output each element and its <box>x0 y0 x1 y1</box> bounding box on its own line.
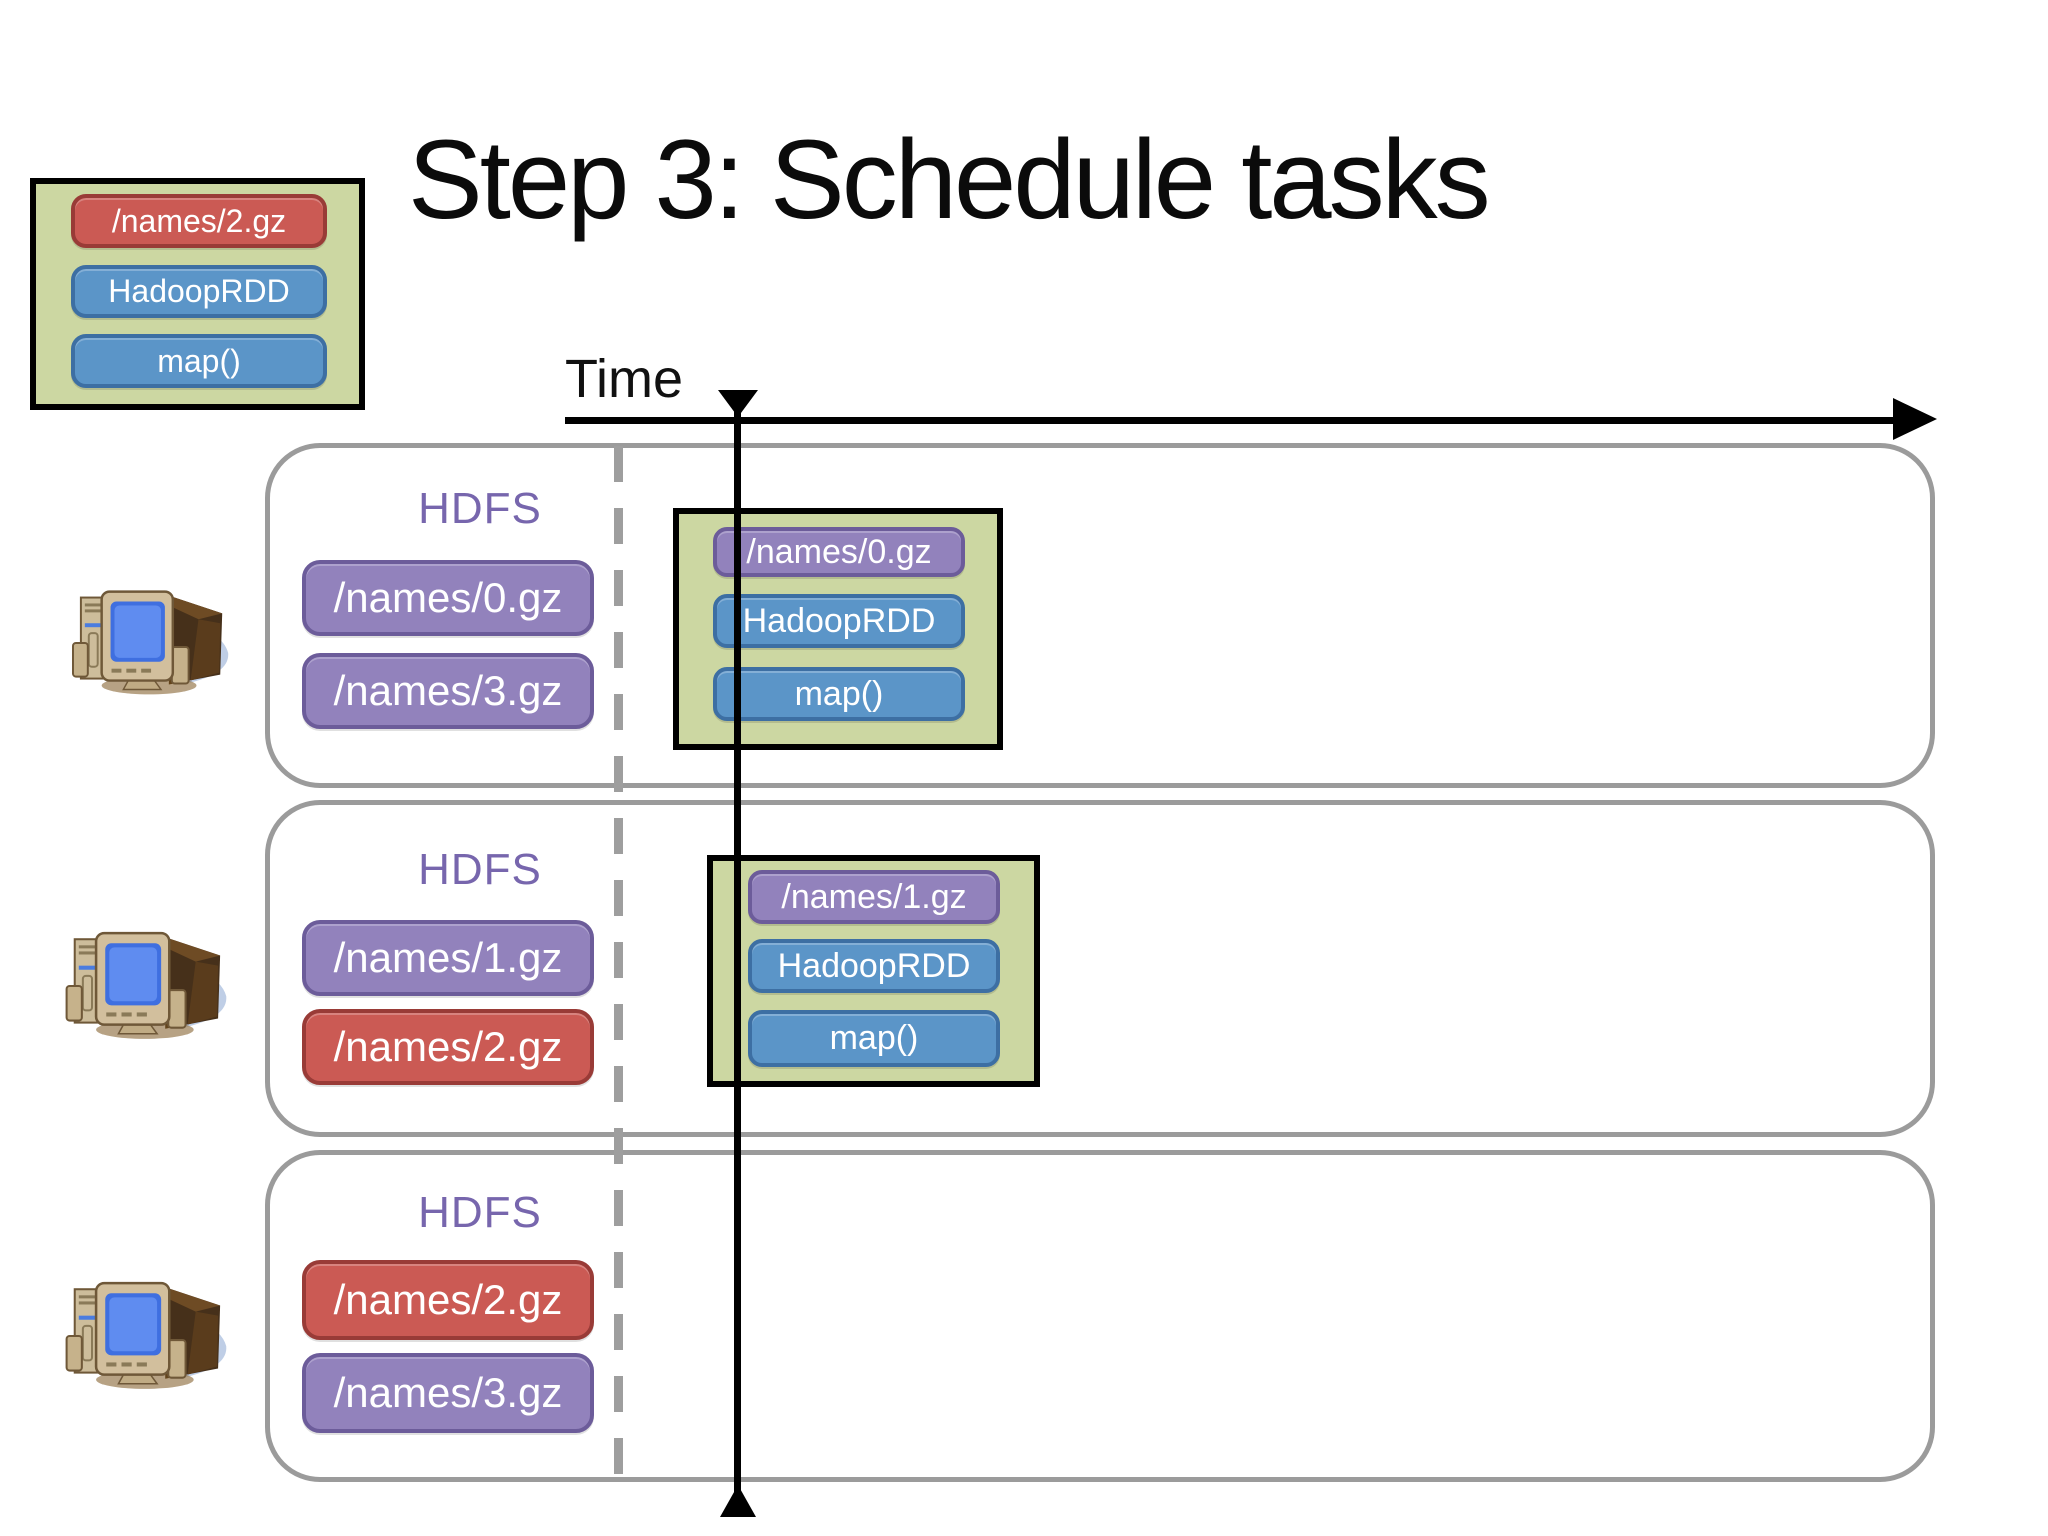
task-pill-map: map() <box>748 1010 1000 1067</box>
file-pill-label: /names/0.gz <box>333 574 563 621</box>
hdfs-label: HDFS <box>418 845 542 894</box>
file-pill-label: /names/2.gz <box>333 1276 563 1323</box>
computer-icon <box>65 931 228 1041</box>
computer-icon <box>65 1281 228 1391</box>
current-time-top-marker-icon <box>718 390 758 417</box>
task-pill-map: map() <box>713 667 965 721</box>
current-time-bottom-marker-icon <box>720 1485 756 1517</box>
hdfs-label: HDFS <box>418 484 542 533</box>
file-pill-label: /names/1.gz <box>333 934 563 981</box>
task-pill-hadooprdd: HadoopRDD <box>713 594 965 648</box>
worker-row-1: HDFS /names/0.gz /names/3.gz /names/0.gz… <box>265 443 1935 788</box>
hdfs-file-pill: /names/2.gz <box>302 1009 594 1085</box>
legend-pill-label: HadoopRDD <box>108 273 290 309</box>
legend-pill-label: /names/2.gz <box>111 202 287 239</box>
hdfs-divider-dashed-line <box>614 446 623 1482</box>
hdfs-file-pill: /names/2.gz <box>302 1260 594 1340</box>
file-pill-label: /names/2.gz <box>333 1023 563 1070</box>
page-title: Step 3: Schedule tasks <box>408 117 1491 242</box>
legend-pill-label: map() <box>157 342 241 379</box>
time-axis-arrowhead-icon <box>1893 398 1937 440</box>
computer-icon <box>72 590 230 696</box>
task-pill-label: map() <box>794 674 884 713</box>
task-pill-label: /names/1.gz <box>781 877 967 916</box>
task-pill-label: HadoopRDD <box>742 601 936 640</box>
time-axis-label: Time <box>565 349 683 409</box>
legend-pill-file: /names/2.gz <box>71 194 327 248</box>
hdfs-file-pill: /names/1.gz <box>302 920 594 996</box>
time-axis-line <box>565 417 1895 424</box>
task-pill-hadooprdd: HadoopRDD <box>748 939 1000 993</box>
hdfs-file-pill: /names/3.gz <box>302 1353 594 1433</box>
worker-row-3: HDFS /names/2.gz /names/3.gz <box>265 1150 1935 1482</box>
task-pill-label: map() <box>829 1019 919 1057</box>
task-pill-file: /names/1.gz <box>748 870 1000 924</box>
worker-row-2: HDFS /names/1.gz /names/2.gz /names/1.gz… <box>265 800 1935 1137</box>
pipeline-legend-box: /names/2.gz HadoopRDD map() <box>30 178 365 410</box>
legend-pill-map: map() <box>71 334 327 388</box>
task-pill-label: /names/0.gz <box>746 532 932 571</box>
scheduled-task-box: /names/0.gz HadoopRDD map() <box>673 508 1003 750</box>
hdfs-file-pill: /names/0.gz <box>302 560 594 636</box>
hdfs-file-pill: /names/3.gz <box>302 653 594 729</box>
legend-pill-hadooprdd: HadoopRDD <box>71 265 327 318</box>
task-pill-file: /names/0.gz <box>713 527 965 577</box>
task-pill-label: HadoopRDD <box>777 946 971 985</box>
scheduled-task-box: /names/1.gz HadoopRDD map() <box>707 855 1040 1087</box>
file-pill-label: /names/3.gz <box>333 667 563 714</box>
hdfs-label: HDFS <box>418 1188 542 1237</box>
file-pill-label: /names/3.gz <box>333 1369 563 1416</box>
current-time-line <box>734 392 741 1510</box>
